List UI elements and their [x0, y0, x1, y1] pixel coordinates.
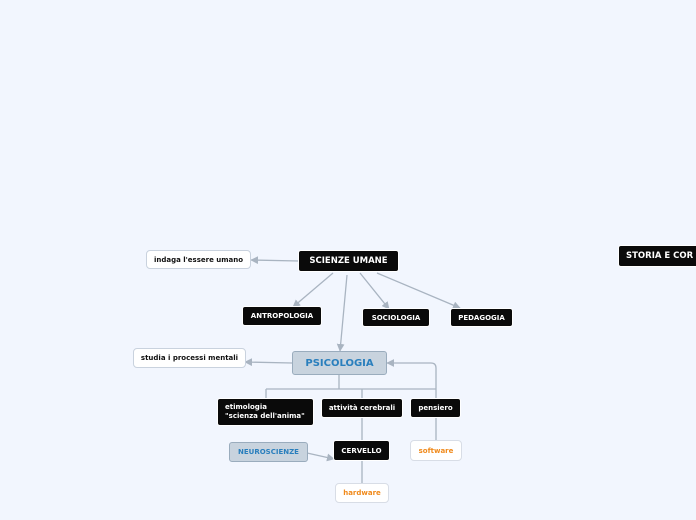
root-node[interactable]: SCIENZE UMANE: [298, 250, 399, 272]
cervello-node[interactable]: CERVELLO: [333, 440, 390, 461]
root-note-node[interactable]: indaga l'essere umano: [146, 250, 251, 269]
other-topic-node[interactable]: STORIA E COR: [618, 245, 696, 267]
etimologia-line-2: "scienza dell'anima": [225, 412, 305, 420]
neuroscienze-node[interactable]: NEUROSCIENZE: [229, 442, 308, 462]
pensiero-node[interactable]: pensiero: [410, 398, 461, 418]
edge-psicologia-note: [244, 358, 293, 367]
etimologia-node[interactable]: etimologia "scienza dell'anima": [217, 398, 314, 426]
edge-root-pedagogia: [376, 272, 461, 309]
etimologia-line-1: etimologia: [225, 403, 267, 411]
edge-root-psicologia: [336, 274, 348, 352]
pedagogia-node[interactable]: PEDAGOGIA: [450, 308, 513, 327]
edge-root-note: [250, 256, 300, 265]
software-node[interactable]: software: [410, 440, 462, 461]
attivita-cerebrali-node[interactable]: attività cerebrali: [321, 398, 403, 418]
antropologia-node[interactable]: ANTROPOLOGIA: [242, 306, 322, 326]
edge-root-antropologia: [292, 272, 334, 308]
edge-root-sociologia: [359, 272, 390, 310]
hardware-node[interactable]: hardware: [335, 483, 389, 503]
edge-pensiero-psicologia: [386, 359, 437, 389]
psicologia-note-node[interactable]: studia i processi mentali: [133, 348, 246, 368]
psicologia-node[interactable]: PSICOLOGIA: [292, 351, 387, 375]
sociologia-node[interactable]: SOCIOLOGIA: [362, 308, 430, 327]
edge-neuroscienze-cervello: [306, 452, 335, 462]
